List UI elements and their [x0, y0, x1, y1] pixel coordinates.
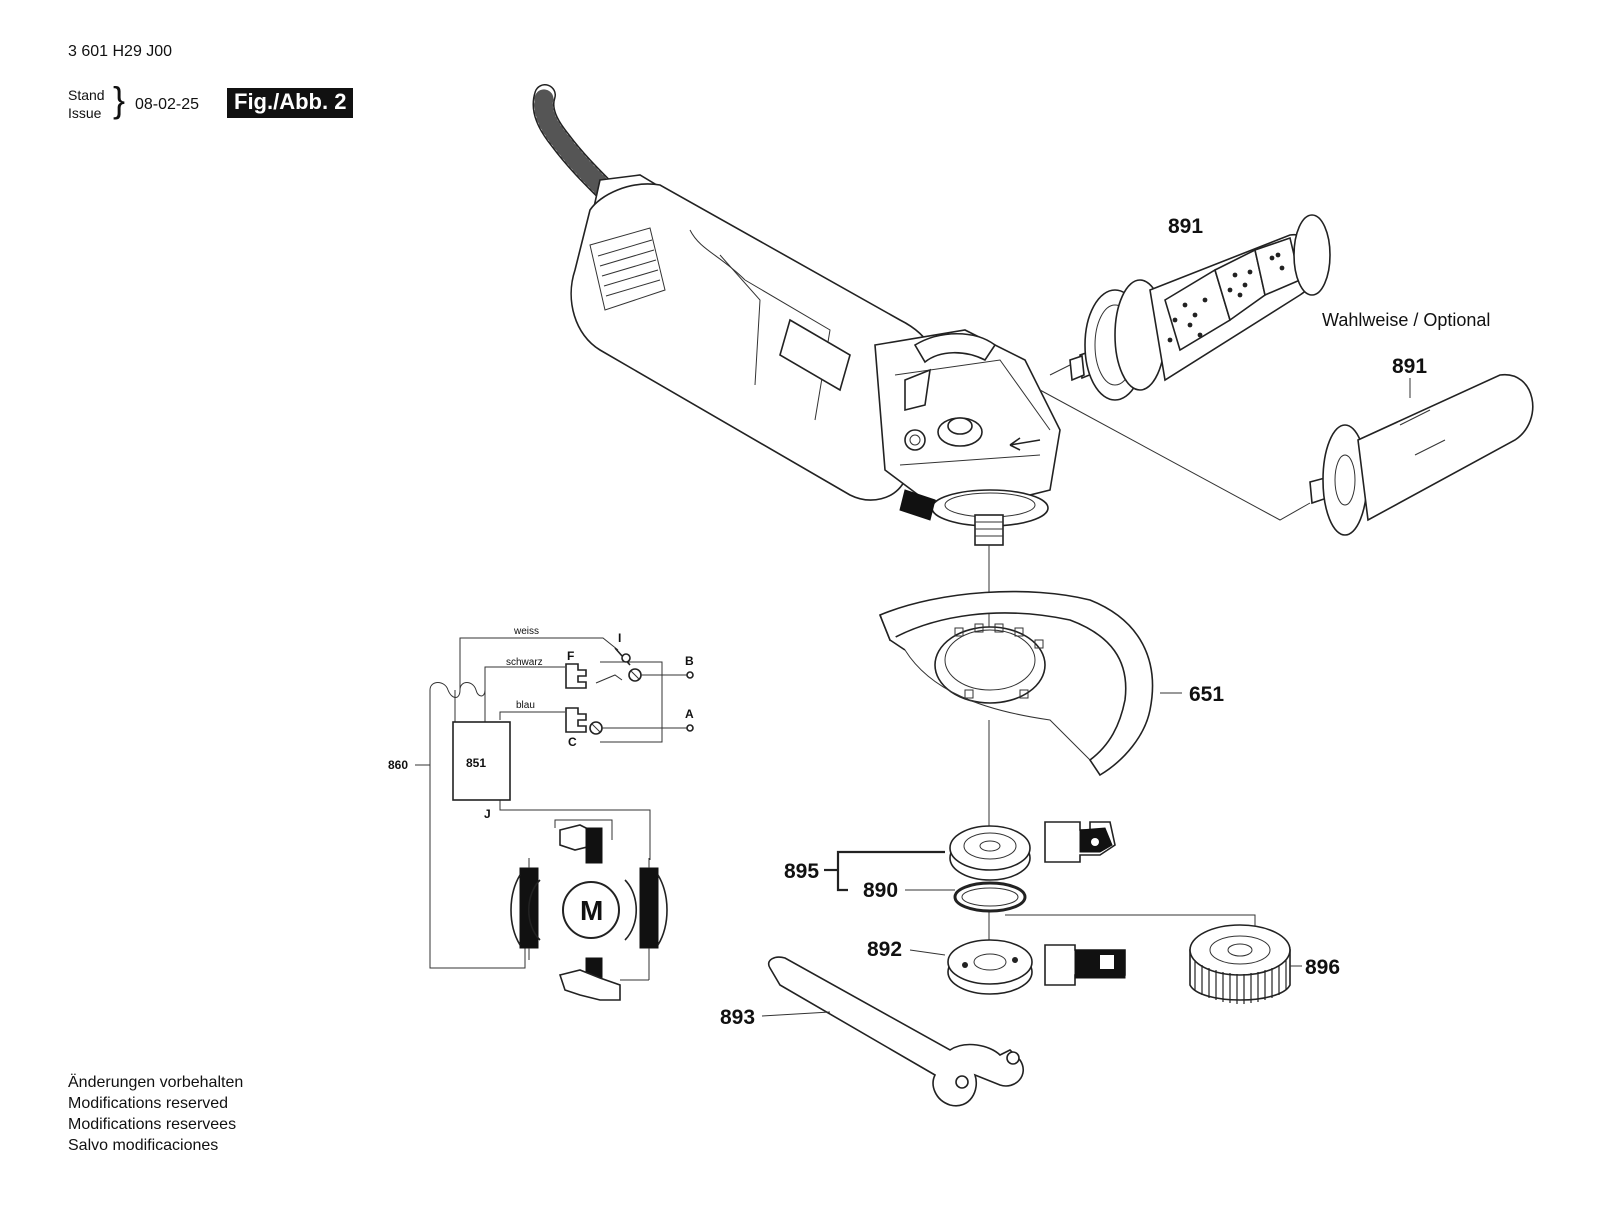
terminal-J-label: J — [484, 807, 491, 821]
terminal-I-label: I — [618, 631, 621, 645]
leader-lines — [761, 378, 1411, 1017]
terminal-A-label: A — [685, 707, 694, 721]
optional-label: Wahlweise / Optional — [1322, 310, 1490, 330]
part-651: 651 — [1189, 683, 1224, 706]
part-891-upper: 891 — [1168, 215, 1203, 238]
aux-handle-891-upper — [1069, 214, 1331, 401]
angle-grinder-body — [570, 174, 1061, 546]
part-892: 892 — [867, 938, 902, 961]
footer-line-en: Modifications reserved — [68, 1095, 229, 1112]
guard-651 — [878, 590, 1154, 777]
footer-notes: Änderungen vorbehalten Modifications res… — [68, 1072, 243, 1156]
part-860-label: 860 — [388, 758, 408, 772]
stand-label: Stand — [68, 87, 105, 103]
part-891-optional: 891 — [1392, 355, 1427, 378]
footer-line-es: Salvo modificaciones — [68, 1137, 219, 1154]
footer-line-de: Änderungen vorbehalten — [68, 1074, 244, 1091]
wire-blau-label: blau — [516, 700, 535, 711]
part-893: 893 — [720, 1006, 755, 1029]
part-896: 896 — [1305, 956, 1340, 979]
wire-schwarz-label: schwarz — [506, 657, 543, 668]
o-ring-890 — [953, 881, 1027, 913]
motor-label: M — [580, 895, 603, 926]
part-851-label: 851 — [466, 756, 486, 770]
wiring-diagram: weiss schwarz blau I F B A C J 851 860 M — [388, 626, 694, 1001]
document-number: 3 601 H29 J00 — [68, 43, 173, 60]
part-895: 895 — [784, 860, 819, 883]
aux-handle-891-optional — [1309, 374, 1534, 536]
power-cable — [532, 84, 616, 201]
clamping-nut-892 — [947, 939, 1126, 995]
terminal-F-label: F — [567, 649, 574, 663]
wire-weiss-label: weiss — [513, 626, 539, 637]
footer-line-fr: Modifications reservees — [68, 1116, 237, 1133]
brace-icon: } — [113, 79, 126, 120]
terminal-B-label: B — [685, 654, 694, 668]
figure-label: Fig./Abb. 2 — [227, 88, 354, 118]
flange-895 — [949, 821, 1116, 881]
part-890: 890 — [863, 879, 898, 902]
terminal-C-label: C — [568, 735, 577, 749]
quick-nut-896 — [1189, 924, 1291, 1004]
spanner-893 — [767, 956, 1024, 1107]
issue-date: 08-02-25 — [135, 96, 200, 113]
issue-label: Issue — [68, 105, 102, 121]
